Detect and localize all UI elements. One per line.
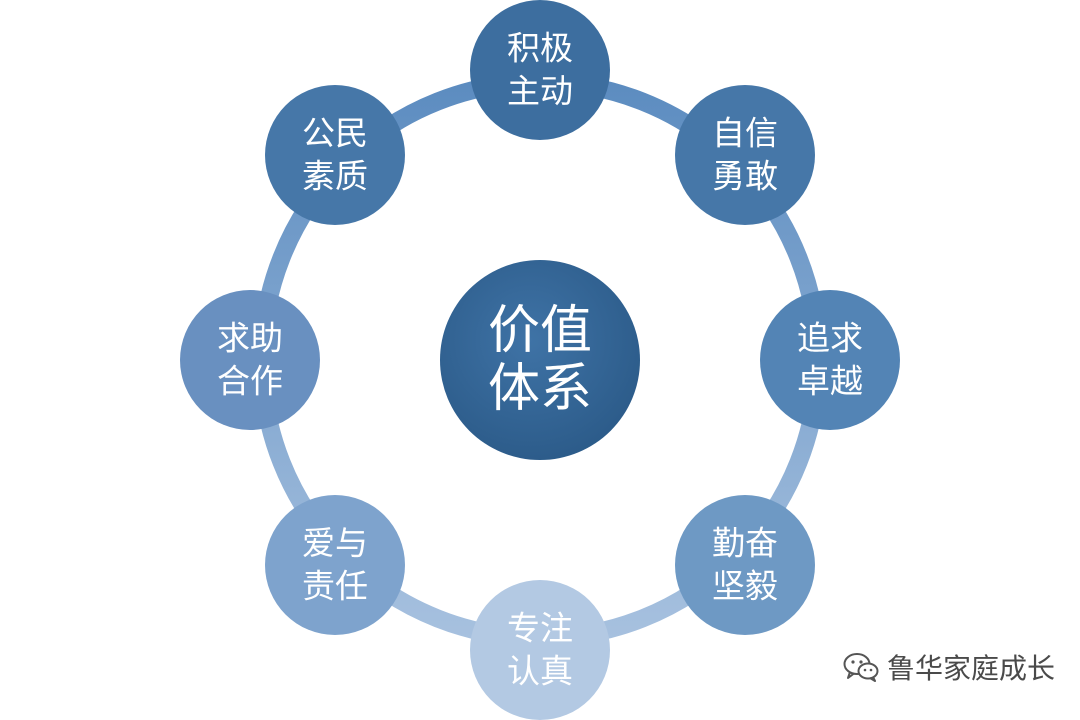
node-7: 公民 素质: [265, 85, 405, 225]
node-circle: [760, 290, 900, 430]
node-label-line1: 积极: [507, 29, 573, 68]
node-label-line1: 求助: [217, 319, 283, 358]
node-label-line1: 追求: [797, 319, 863, 358]
center-label-line1: 价值: [488, 301, 592, 361]
node-6: 求助 合作: [180, 290, 320, 430]
node-5: 爱与 责任: [265, 495, 405, 635]
node-4: 专注 认真: [470, 580, 610, 720]
center-node: 价值 体系: [440, 260, 640, 460]
node-label-line2: 合作: [217, 362, 283, 401]
node-label-line1: 专注: [507, 609, 573, 648]
node-2: 追求 卓越: [760, 290, 900, 430]
center-circle: [440, 260, 640, 460]
node-label-line1: 自信: [712, 114, 778, 153]
node-circle: [470, 0, 610, 140]
wechat-icon: [843, 653, 879, 682]
node-circle: [265, 495, 405, 635]
node-1: 自信 勇敢: [675, 85, 815, 225]
node-label-line1: 勤奋: [712, 524, 778, 563]
node-label-line2: 素质: [302, 157, 368, 196]
node-label-line2: 勇敢: [712, 157, 778, 196]
node-circle: [470, 580, 610, 720]
node-circle: [265, 85, 405, 225]
watermark: 鲁华家庭成长: [843, 647, 1055, 687]
node-circle: [675, 495, 815, 635]
node-0: 积极 主动: [470, 0, 610, 140]
node-label-line1: 公民: [302, 114, 368, 153]
node-label-line2: 坚毅: [712, 567, 778, 606]
node-label-line2: 认真: [507, 652, 573, 691]
node-label-line2: 主动: [507, 72, 573, 111]
node-label-line2: 责任: [302, 567, 368, 606]
node-label-line1: 爱与: [302, 524, 368, 563]
node-circle: [675, 85, 815, 225]
node-label-line2: 卓越: [797, 362, 863, 401]
node-circle: [180, 290, 320, 430]
node-3: 勤奋 坚毅: [675, 495, 815, 635]
watermark-text: 鲁华家庭成长: [887, 652, 1056, 685]
center-label-line2: 体系: [488, 359, 592, 419]
